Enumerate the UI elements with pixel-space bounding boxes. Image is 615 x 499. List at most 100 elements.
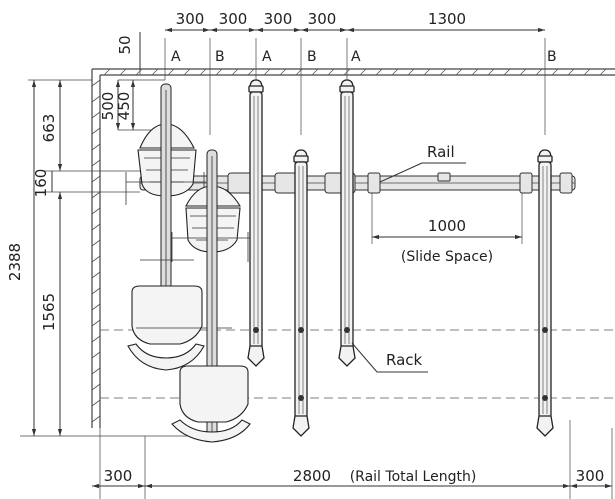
- left-dimension-lines: [20, 32, 215, 437]
- hatch-line: [423, 68, 431, 76]
- hatch-line: [91, 223, 101, 231]
- rail-label: Rail: [427, 143, 455, 161]
- hatch-line: [91, 319, 101, 327]
- hatch-line: [91, 95, 101, 103]
- rack-anchor-bolt: [542, 395, 548, 401]
- hatch-line: [311, 68, 319, 76]
- rack-column: [249, 91, 263, 349]
- hatch-line: [91, 335, 101, 343]
- rack-1: [247, 79, 265, 367]
- bottom-dim-total: 2800: [293, 467, 331, 485]
- top-dim-5: 1300: [428, 10, 466, 28]
- hatch-line: [91, 399, 101, 407]
- hatch-line: [91, 159, 101, 167]
- hatch-line: [567, 68, 575, 76]
- hatch-line: [503, 68, 511, 76]
- hatch-line: [279, 68, 287, 76]
- hatch-line: [91, 79, 101, 87]
- left-dim-1565: 1565: [40, 293, 58, 331]
- left-dim-450: 450: [115, 92, 133, 121]
- hatch-line: [359, 68, 367, 76]
- left-dim-663: 663: [40, 114, 58, 143]
- hatch-line: [455, 68, 463, 76]
- hatch-line: [151, 68, 159, 76]
- hatch-line: [583, 68, 591, 76]
- rack-letter-1: A: [171, 49, 181, 65]
- rack-letter-5: A: [351, 49, 361, 65]
- left-dim-2388: 2388: [6, 243, 24, 281]
- rack-foot: [536, 415, 554, 437]
- hatch-line: [91, 287, 101, 295]
- rack-cap: [248, 85, 264, 93]
- left-dim-50: 50: [116, 35, 134, 54]
- hatch-line: [199, 68, 207, 76]
- rack-cap: [339, 85, 355, 93]
- top-dim-3: 300: [264, 10, 293, 28]
- rack-foot: [247, 345, 265, 367]
- hatch-line: [487, 68, 495, 76]
- rack-anchor-bolt: [253, 327, 259, 333]
- rack-column: [538, 161, 552, 419]
- hatch-line: [247, 68, 255, 76]
- rack-anchor-bolt: [344, 327, 350, 333]
- rack-foot: [338, 345, 356, 367]
- hatch-line: [407, 68, 415, 76]
- racks: [247, 79, 554, 437]
- hatch-line: [391, 68, 399, 76]
- hatch-line: [91, 191, 101, 199]
- left-dim-500: 500: [99, 92, 117, 121]
- hatch-line: [519, 68, 527, 76]
- hatch-line: [375, 68, 383, 76]
- hatch-line: [91, 239, 101, 247]
- rack-foot: [292, 415, 310, 437]
- bottom-dim-total-label: (Rail Total Length): [350, 469, 477, 485]
- hatch-line: [183, 68, 191, 76]
- hatch-line: [471, 68, 479, 76]
- hatch-line: [103, 68, 111, 76]
- rack-3: [338, 79, 356, 367]
- hatch-line: [91, 143, 101, 151]
- rack-label: Rack: [386, 351, 423, 369]
- hatch-line: [91, 367, 101, 375]
- rack-letter-6: B: [547, 49, 557, 65]
- slide-space-label: (Slide Space): [401, 249, 493, 265]
- hatch-line: [135, 68, 143, 76]
- hatch-line: [91, 271, 101, 279]
- hatch-line: [535, 68, 543, 76]
- hatch-line: [119, 68, 127, 76]
- hatch-line: [263, 68, 271, 76]
- rail-leader: [379, 162, 423, 183]
- top-dim-2: 300: [219, 10, 248, 28]
- rack-anchor-bolt: [298, 327, 304, 333]
- wall-hatching-top: [103, 68, 607, 76]
- rack-2: [292, 149, 310, 437]
- hatch-line: [91, 383, 101, 391]
- hatch-line: [91, 303, 101, 311]
- hatch-line: [215, 68, 223, 76]
- hatch-line: [91, 415, 101, 423]
- hatch-line: [91, 111, 101, 119]
- hatch-line: [91, 175, 101, 183]
- hatch-line: [167, 68, 175, 76]
- rack-column: [294, 161, 308, 419]
- hatch-line: [91, 351, 101, 359]
- hatch-line: [327, 68, 335, 76]
- bike-upper: [125, 83, 232, 371]
- hatch-line: [599, 68, 607, 76]
- rack-letter-4: B: [307, 49, 317, 65]
- rack-anchor-bolt: [298, 395, 304, 401]
- rack-leader: [351, 342, 378, 373]
- bottom-dim-right: 300: [576, 467, 605, 485]
- left-dim-160: 160: [32, 169, 50, 198]
- hatch-line: [91, 127, 101, 135]
- hatch-line: [551, 68, 559, 76]
- rack-anchor-bolt: [542, 327, 548, 333]
- top-dim-4: 300: [308, 10, 337, 28]
- hatch-line: [91, 207, 101, 215]
- bottom-dim-left: 300: [104, 467, 133, 485]
- wall-hatching-left: [91, 79, 101, 423]
- rack-letter-3: A: [262, 49, 272, 65]
- bottom-dimension-lines: [92, 420, 613, 499]
- rack-cap: [537, 155, 553, 163]
